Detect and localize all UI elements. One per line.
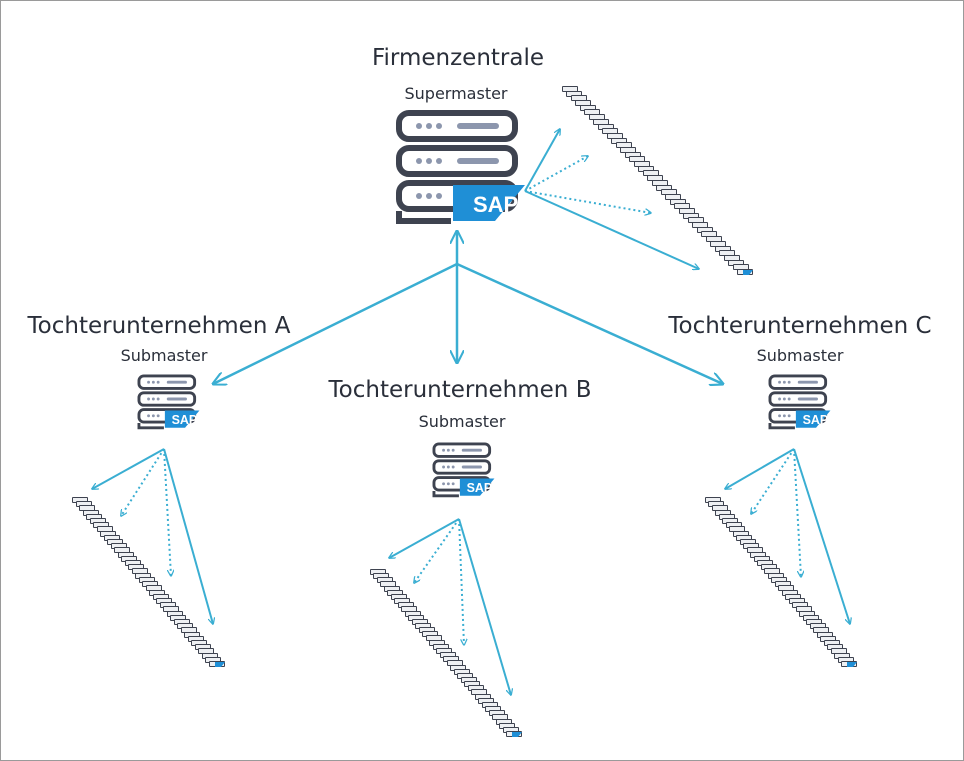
arrow-solid — [524, 190, 699, 269]
hq-server-icon: SAP — [399, 113, 525, 221]
sub-b-role: Submaster — [418, 412, 506, 431]
mini-sap-icon — [215, 662, 225, 667]
arrow-dotted — [751, 448, 795, 514]
sub-a-role: Submaster — [120, 346, 208, 365]
hq-role: Supermaster — [404, 84, 508, 103]
arrow-to-sub-c — [456, 262, 723, 384]
arrow-dotted — [458, 518, 464, 645]
sub-b-server-icon: SAP — [432, 442, 496, 498]
hq-fan-arrows — [524, 129, 699, 269]
arrow-to-sub-a — [213, 262, 458, 384]
sub-c-title: Tochterunternehmen C — [668, 313, 932, 339]
sap-logo-text: SAP — [803, 413, 829, 427]
arrow-solid — [524, 129, 560, 192]
sap-logo-text: SAP — [172, 413, 198, 427]
sub-c-role: Submaster — [756, 346, 844, 365]
mini-sap-icon — [512, 732, 522, 737]
hq-title: Firmenzentrale — [371, 45, 545, 71]
sub-a-title: Tochterunternehmen A — [27, 313, 291, 339]
arrow-solid — [793, 448, 850, 624]
sub-a-server-icon: SAP — [137, 374, 201, 430]
arrow-dotted — [524, 156, 588, 192]
arrow-solid — [92, 448, 165, 489]
arrow-dotted — [414, 518, 460, 583]
arrow-solid — [163, 448, 213, 624]
arrow-dotted — [524, 190, 651, 213]
hq-connections — [213, 231, 723, 384]
arrow-dotted — [793, 448, 801, 577]
arrow-solid — [458, 518, 511, 695]
arrow-dotted — [163, 448, 171, 576]
sub-b-fan-arrows — [389, 518, 511, 695]
sub-c-fan-arrows — [725, 448, 850, 624]
sub-a-fan-arrows — [92, 448, 213, 624]
sap-logo-text: SAP — [473, 192, 518, 217]
sub-b-title: Tochterunternehmen B — [328, 377, 592, 403]
mini-sap-icon — [743, 270, 753, 275]
arrow-dotted — [121, 448, 165, 516]
arrow-solid — [389, 518, 460, 558]
arrow-solid — [725, 448, 795, 489]
sap-logo-text: SAP — [467, 481, 493, 495]
mini-sap-icon — [847, 662, 857, 667]
sub-c-server-icon: SAP — [768, 374, 832, 430]
